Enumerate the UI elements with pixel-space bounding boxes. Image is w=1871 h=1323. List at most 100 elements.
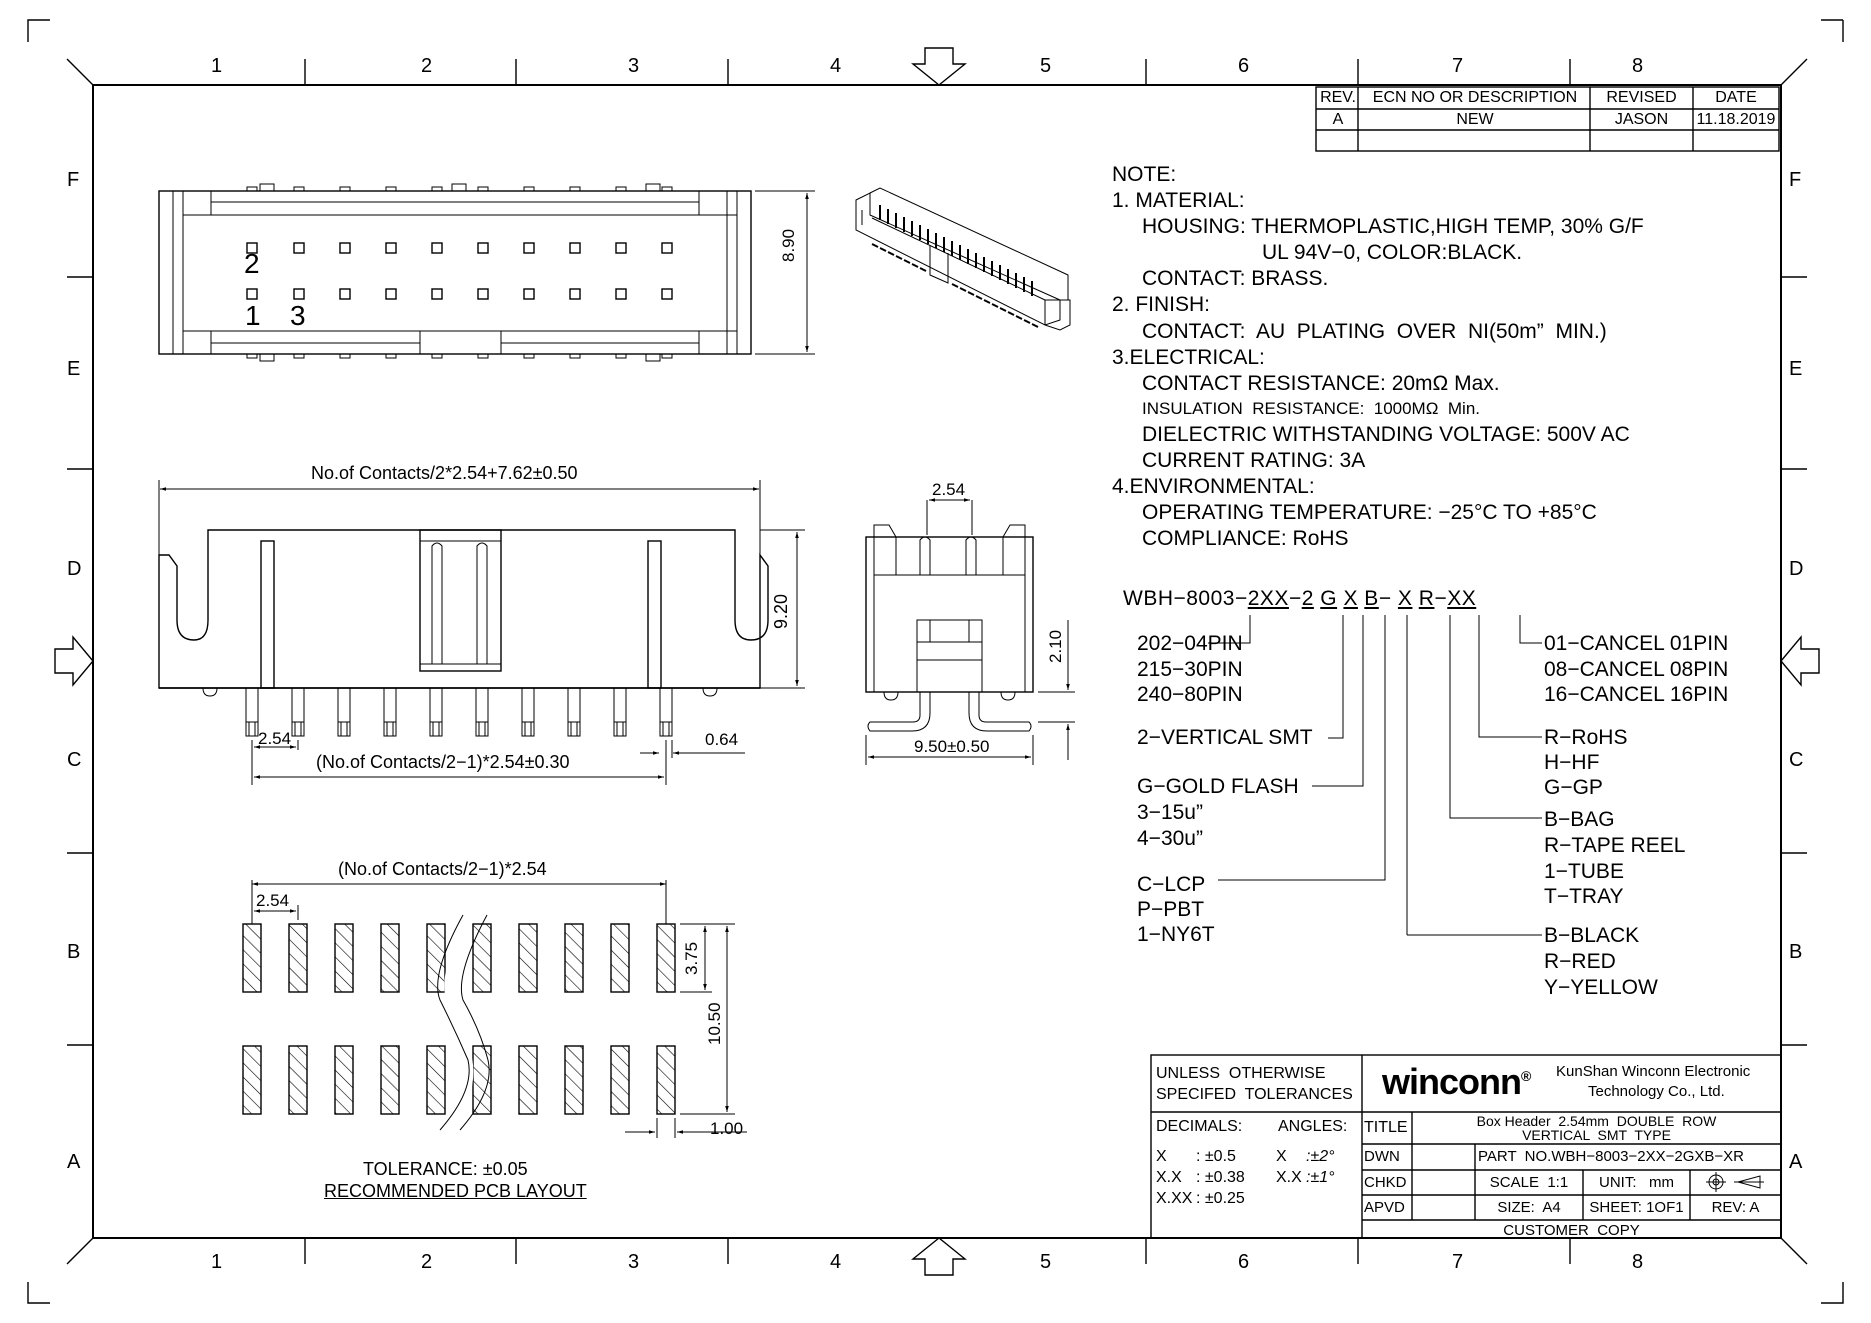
customer-copy: CUSTOMER COPY (1503, 1222, 1640, 1239)
pin-row-top (246, 242, 673, 254)
description-header: ECN NO OR DESCRIPTION (1372, 89, 1578, 106)
unit: UNIT: mm (1599, 1174, 1674, 1191)
zone-label: F (67, 169, 80, 191)
row-ticks (67, 276, 1807, 1046)
corner-mark-bottom-left (27, 1282, 50, 1304)
decimals-label: DECIMALS: (1156, 1118, 1243, 1135)
projection-symbol-icon (1706, 1172, 1764, 1192)
zone-label: F (1789, 169, 1802, 191)
note-line: 4.ENVIRONMENTAL: (1112, 475, 1315, 498)
rev-value: A (1332, 111, 1344, 128)
plating-option: 3−15u” (1137, 801, 1203, 824)
corner-mark-top-left (27, 19, 50, 42)
revised-by-value: JASON (1614, 111, 1669, 128)
front-height-dim: 9.20 (771, 593, 791, 629)
zone-label: 3 (628, 55, 640, 77)
zone-label: C (1789, 749, 1804, 771)
zone-label: 1 (211, 55, 223, 77)
pcb-pads-top (242, 923, 676, 993)
corner-mark-bottom-right (1821, 1282, 1844, 1304)
sheet-number: SHEET: 1OF1 (1589, 1199, 1684, 1216)
plating-option: 4−30u” (1137, 827, 1203, 850)
tol-decimal-value: : ±0.38 (1196, 1169, 1245, 1186)
part-number-code: WBH−8003−2XX−2 G X B− X R−XX (1123, 587, 1477, 610)
pin-width-dim: 0.64 (705, 730, 739, 749)
zone-label: A (67, 1151, 81, 1173)
smt-leads (245, 687, 673, 737)
side-view (865, 498, 1075, 765)
company-line2: Technology Co., Ltd. (1588, 1083, 1725, 1100)
chkd-label: CHKD (1364, 1174, 1407, 1191)
material-option: 1−NY6T (1137, 923, 1215, 946)
pcb-tolerance: TOLERANCE: ±0.05 (363, 1159, 528, 1179)
note-line: COMPLIANCE: RoHS (1142, 527, 1349, 550)
note-line: HOUSING: THERMOPLASTIC,HIGH TEMP, 30% G/… (1142, 215, 1644, 238)
note-line: CONTACT RESISTANCE: 20mΩ Max. (1142, 372, 1500, 395)
centering-arrow-bottom-icon (911, 1237, 967, 1276)
type-option: 2−VERTICAL SMT (1137, 726, 1313, 749)
zone-label: 8 (1632, 1251, 1644, 1273)
notes-heading: NOTE: (1112, 163, 1177, 186)
tol-decimal: X (1156, 1148, 1167, 1165)
overall-length-dim: No.of Contacts/2*2.54+7.62±0.50 (311, 463, 578, 483)
zone-label: E (67, 358, 81, 380)
packing-option: T−TRAY (1544, 885, 1624, 908)
description-value: NEW (1456, 111, 1494, 128)
color-option: Y−YELLOW (1544, 976, 1658, 999)
standoff-dim: 2.10 (1046, 629, 1065, 663)
pin-row-bottom (246, 288, 673, 300)
cancel-option: 16−CANCEL 16PIN (1544, 683, 1729, 706)
title-label: TITLE (1364, 1119, 1408, 1136)
date-value: 11.18.2019 (1696, 111, 1776, 128)
revised-header: REVISED (1606, 89, 1677, 106)
pcb-pitch-dim: 2.54 (256, 891, 290, 910)
front-view (158, 480, 805, 785)
scale: SCALE 1:1 (1489, 1174, 1569, 1191)
zone-label: D (67, 558, 82, 580)
color-option: B−BLACK (1544, 924, 1640, 947)
note-line: UL 94V−0, COLOR:BLACK. (1262, 241, 1523, 264)
zone-label: 8 (1632, 55, 1644, 77)
tol-angle: X.X (1276, 1169, 1302, 1186)
row-span-dim: 10.50 (705, 1002, 724, 1045)
note-line: CONTACT: BRASS. (1142, 267, 1329, 290)
zone-label: 6 (1238, 55, 1250, 77)
pcb-pads-bottom (242, 1045, 676, 1115)
drawing-frame (27, 19, 1844, 1304)
top-view-height-dim: 8.90 (779, 228, 798, 262)
date-header: DATE (1715, 89, 1757, 106)
note-line: 1. MATERIAL: (1112, 189, 1245, 212)
pin-option: 202−04PIN (1137, 632, 1243, 655)
pin-label-2: 2 (244, 248, 260, 279)
pad-length-dim: 3.75 (682, 941, 701, 975)
compliance-option: H−HF (1544, 751, 1600, 774)
dwn-label: DWN (1364, 1148, 1400, 1165)
note-line: INSULATION RESISTANCE: 1000MΩ Min. (1142, 399, 1480, 418)
zone-label: 7 (1452, 1251, 1464, 1273)
tol-decimal: X.X (1156, 1169, 1182, 1186)
zone-label: 3 (628, 1251, 640, 1273)
zone-label: 1 (211, 1251, 223, 1273)
packing-option: R−TAPE REEL (1544, 834, 1686, 857)
material-option: C−LCP (1137, 873, 1206, 896)
zone-label: 2 (421, 1251, 433, 1273)
tol-angle-value: :±2° (1306, 1148, 1335, 1165)
note-line: 3.ELECTRICAL: (1112, 346, 1265, 369)
zone-label: B (1789, 941, 1803, 963)
material-option: P−PBT (1137, 898, 1205, 921)
apvd-label: APVD (1364, 1199, 1405, 1216)
zone-label: 4 (830, 1251, 842, 1273)
angles-label: ANGLES: (1278, 1118, 1348, 1135)
company-line1: KunShan Winconn Electronic (1556, 1063, 1751, 1080)
zone-label: E (1789, 358, 1803, 380)
tol-decimal: X.XX (1156, 1190, 1193, 1207)
revision-table-grid (1315, 86, 1780, 152)
cancel-option: 01−CANCEL 01PIN (1544, 632, 1729, 655)
side-pitch-dim: 2.54 (932, 480, 966, 499)
foot-span-dim: 9.50±0.50 (914, 737, 990, 756)
tolerance-header-line1: UNLESS OTHERWISE (1156, 1065, 1326, 1082)
color-option: R−RED (1544, 950, 1616, 973)
compliance-option: R−RoHS (1544, 726, 1628, 749)
pin-option: 240−80PIN (1137, 683, 1243, 706)
